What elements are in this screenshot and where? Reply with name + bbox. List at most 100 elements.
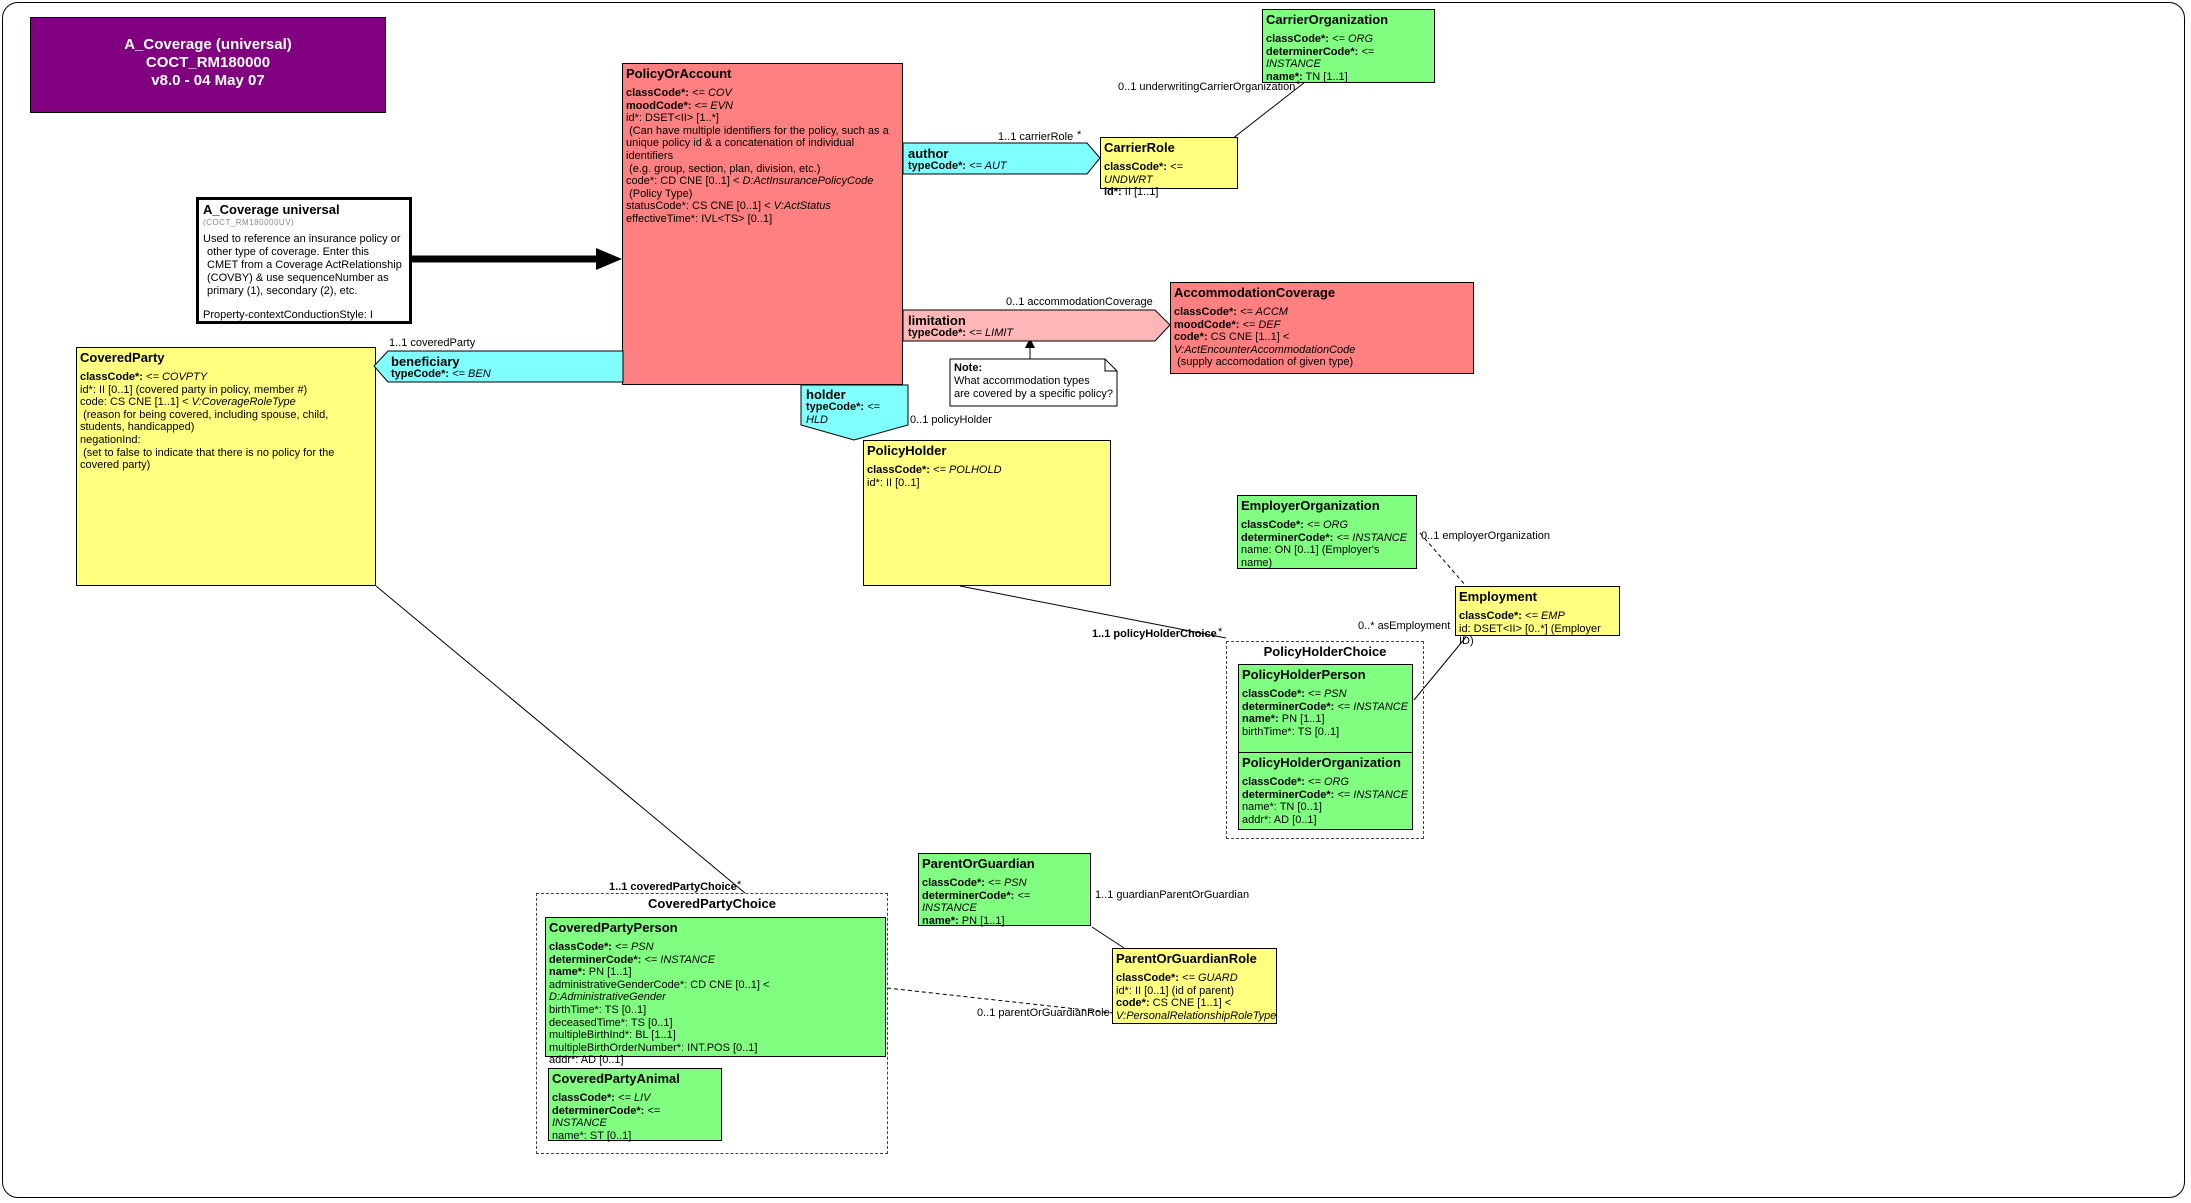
note-pointer-head bbox=[1025, 338, 1035, 348]
entry-point-box: A_Coverage universal (COCT_RM180000UV) U… bbox=[196, 197, 412, 324]
attribute-name: classCode*: bbox=[552, 1092, 615, 1104]
label-covered-party: 1..1 coveredParty bbox=[389, 337, 476, 349]
attribute-name: (set to false to indicate that there is … bbox=[80, 446, 338, 472]
attribute-row: name*: TN [0..1] bbox=[1242, 801, 1409, 814]
label-accommodation-coverage: 0..1 accommodationCoverage bbox=[1006, 296, 1153, 308]
holder-type-label: typeCode*: bbox=[806, 401, 865, 413]
attribute-row: name*: PN [1..1] bbox=[1242, 713, 1409, 726]
attribute-name: classCode*: bbox=[1459, 610, 1522, 622]
class-title: Employment bbox=[1459, 589, 1538, 604]
class-title: CoveredParty bbox=[80, 350, 165, 365]
attribute-name: id*: II [0..1] (id of parent) bbox=[1116, 984, 1235, 997]
attribute-row: statusCode*: CS CNE [0..1] < V:ActStatus bbox=[626, 200, 899, 213]
attribute-row: moodCode*: <= EVN bbox=[626, 100, 899, 113]
header-line2: COCT_RM180000 bbox=[145, 54, 271, 71]
attribute-row: (e.g. group, section, plan, division, et… bbox=[626, 163, 899, 176]
choice-policy-holder: PolicyHolderChoice bbox=[1226, 641, 1424, 839]
attribute-name: determinerCode*: bbox=[1242, 700, 1335, 713]
attribute-row: determinerCode*: <= INSTANCE bbox=[922, 890, 1087, 915]
label-policy-holder-choice: 1..1 policyHolderChoice bbox=[1092, 628, 1217, 640]
attribute-name: classCode*: bbox=[1104, 161, 1167, 173]
attribute-value: <= EMP bbox=[1521, 610, 1565, 622]
holder-name: holder bbox=[806, 387, 846, 402]
employer-link bbox=[1419, 532, 1467, 587]
class-title: PolicyHolderPerson bbox=[1242, 667, 1366, 682]
class-title: PolicyHolder bbox=[867, 443, 947, 458]
attribute-name: (Policy Type) bbox=[626, 187, 693, 200]
attribute-row: id*: II [0..1] (id of parent) bbox=[1116, 985, 1273, 998]
entry-point-line: other type of coverage. Enter this bbox=[207, 246, 370, 258]
attribute-name: determinerCode*: bbox=[549, 953, 642, 966]
attribute-row: classCode*: <= UNDWRT bbox=[1104, 161, 1234, 186]
attribute-row: (supply accomodation of given type) bbox=[1174, 356, 1470, 369]
attribute-name: name*: bbox=[1242, 713, 1279, 726]
attribute-name: classCode*: bbox=[922, 877, 985, 889]
attribute-row: determinerCode*: <= INSTANCE bbox=[552, 1105, 718, 1130]
attribute-value: <= GUARD bbox=[1178, 972, 1238, 984]
holder-shape bbox=[800, 384, 909, 441]
attribute-name: effectiveTime*: IVL<TS> [0..1] bbox=[626, 212, 773, 225]
attribute-name: id*: II [0..1] (covered party in policy,… bbox=[80, 383, 308, 396]
attribute-row: V:PersonalRelationshipRoleType bbox=[1116, 1010, 1276, 1023]
attribute-value: PN [1..1] bbox=[958, 914, 1005, 927]
attribute-value: <= ORG bbox=[1304, 776, 1350, 788]
attribute-name: name*: ST [0..1] bbox=[552, 1129, 632, 1142]
attribute-row: code*: CS CNE [1..1] < bbox=[1116, 997, 1273, 1010]
attribute-row: id*: II [0..1] bbox=[867, 477, 1107, 490]
class-title: CoveredPartyPerson bbox=[549, 920, 678, 935]
label-guardian-parent: 1..1 guardianParentOrGuardian bbox=[1095, 889, 1250, 901]
choice-covered-party: CoveredPartyChoice bbox=[536, 893, 888, 1154]
attribute-value: II [1..1] bbox=[1121, 186, 1159, 199]
carrier-org-link bbox=[1231, 81, 1306, 140]
attribute-extra: V:ActEncounterAccommodationCode bbox=[1174, 343, 1356, 356]
entry-point-title: A_Coverage universal bbox=[203, 202, 340, 217]
attribute-name: (Can have multiple identifiers for the p… bbox=[626, 124, 892, 162]
class-title: PolicyHolderOrganization bbox=[1242, 755, 1401, 770]
attribute-row: code: CS CNE [1..1] < V:CoverageRoleType bbox=[80, 396, 372, 409]
attribute-name: classCode*: bbox=[80, 371, 143, 383]
attribute-value: <= EVN bbox=[691, 99, 733, 112]
attribute-row: moodCode*: <= DEF bbox=[1174, 319, 1470, 332]
attribute-row: name: ON [0..1] (Employer's name) bbox=[1241, 544, 1413, 569]
entry-point-id: (COCT_RM180000UV) bbox=[203, 218, 295, 227]
attribute-row: id*: II [1..1] bbox=[1104, 186, 1234, 199]
class-policy-holder-organization: PolicyHolderOrganization classCode*: <= O… bbox=[1238, 752, 1413, 830]
attribute-name: name*: bbox=[549, 966, 586, 979]
attribute-row: (set to false to indicate that there is … bbox=[80, 447, 372, 472]
attribute-row: classCode*: <= ORG bbox=[1242, 776, 1409, 789]
attribute-row: determinerCode*: <= INSTANCE bbox=[1242, 789, 1409, 802]
attribute-name: classCode*: bbox=[1266, 33, 1329, 45]
attribute-row: classCode*: <= COV bbox=[626, 87, 899, 100]
limitation-shape bbox=[902, 309, 1171, 342]
attribute-value: <= INSTANCE bbox=[1334, 700, 1409, 713]
holder-type-value: <= HLD bbox=[806, 401, 880, 426]
attribute-row: name*: PN [1..1] bbox=[549, 966, 882, 979]
attribute-value: <= INSTANCE bbox=[1333, 531, 1408, 544]
attribute-name: classCode*: bbox=[626, 87, 689, 99]
attribute-value: TN [1..1] bbox=[1302, 70, 1348, 83]
attribute-value: <= COVPTY bbox=[142, 371, 208, 383]
attribute-name: determinerCode*: bbox=[1242, 788, 1335, 801]
attribute-name: name*: bbox=[922, 914, 959, 927]
class-title: EmployerOrganization bbox=[1241, 498, 1380, 513]
attribute-name: moodCode*: bbox=[626, 99, 692, 112]
attribute-row: classCode*: <= PSN bbox=[1242, 688, 1409, 701]
attribute-row: determinerCode*: <= INSTANCE bbox=[1242, 701, 1409, 714]
model-header: A_Coverage (universal) COCT_RM180000 v8.… bbox=[30, 17, 386, 113]
attribute-name: code*: bbox=[1174, 331, 1208, 344]
attribute-value: <= INSTANCE bbox=[922, 889, 1034, 915]
note-line: What accommodation types bbox=[954, 375, 1090, 387]
policy-holder-link bbox=[959, 585, 1227, 639]
attribute-row: classCode*: <= COVPTY bbox=[80, 371, 372, 384]
assoc-holder: holder typeCode*: <= HLD bbox=[801, 386, 907, 429]
attribute-name: addr*: AD [0..1] bbox=[1242, 813, 1317, 826]
attribute-name: code*: CD CNE [0..1] < bbox=[626, 175, 743, 188]
attribute-row: administrativeGenderCode*: CD CNE [0..1]… bbox=[549, 979, 882, 1004]
